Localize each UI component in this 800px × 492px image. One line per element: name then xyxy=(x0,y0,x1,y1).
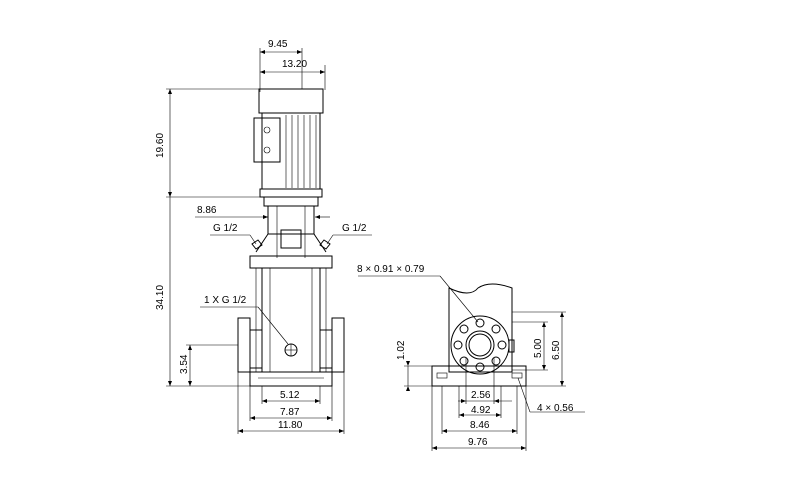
dim-base-height: 1.02 xyxy=(396,340,407,360)
front-view: 9.45 13.20 19.60 34.10 8.86 xyxy=(155,39,372,434)
dim-foot-spacing-1: 2.56 xyxy=(471,390,491,401)
foot-plate xyxy=(431,365,527,387)
label-port-right: G 1/2 xyxy=(342,223,367,234)
drain-plug xyxy=(284,343,298,357)
front-dimensions: 9.45 13.20 19.60 34.10 8.86 xyxy=(155,39,372,434)
dim-foot-spacing-3: 8.46 xyxy=(470,420,490,431)
motor xyxy=(253,88,324,207)
dim-inlet-height: 3.54 xyxy=(179,354,190,374)
label-port-left: G 1/2 xyxy=(213,223,238,234)
pump-head xyxy=(249,255,333,269)
dim-flange-height-1: 5.00 xyxy=(533,338,544,358)
dim-flange-width-2: 7.87 xyxy=(280,407,300,418)
coupling-guard xyxy=(251,205,331,258)
dim-base-width: 9.76 xyxy=(468,437,488,448)
label-flange-holes: 8 × 0.91 × 0.79 xyxy=(357,264,425,275)
side-view: 8 × 0.91 × 0.79 1.02 5.00 6.50 2 xyxy=(357,264,585,451)
dim-coupling-width: 8.86 xyxy=(197,205,217,216)
dim-motor-offset: 9.45 xyxy=(268,39,288,50)
label-mount-holes: 4 × 0.56 xyxy=(537,403,574,414)
flange-face xyxy=(450,315,510,375)
dim-foot-spacing-2: 4.92 xyxy=(471,405,491,416)
dim-pump-height: 34.10 xyxy=(155,285,166,310)
dim-motor-height: 19.60 xyxy=(155,133,166,158)
base-plate xyxy=(249,371,333,387)
dim-motor-width: 13.20 xyxy=(282,59,307,70)
side-dimensions: 8 × 0.91 × 0.79 1.02 5.00 6.50 2 xyxy=(357,264,585,451)
dim-flange-height-2: 6.50 xyxy=(551,340,562,360)
label-drain-port: 1 X G 1/2 xyxy=(204,295,247,306)
dim-flange-width-1: 5.12 xyxy=(280,390,300,401)
dim-overall-width: 11.80 xyxy=(278,420,303,431)
